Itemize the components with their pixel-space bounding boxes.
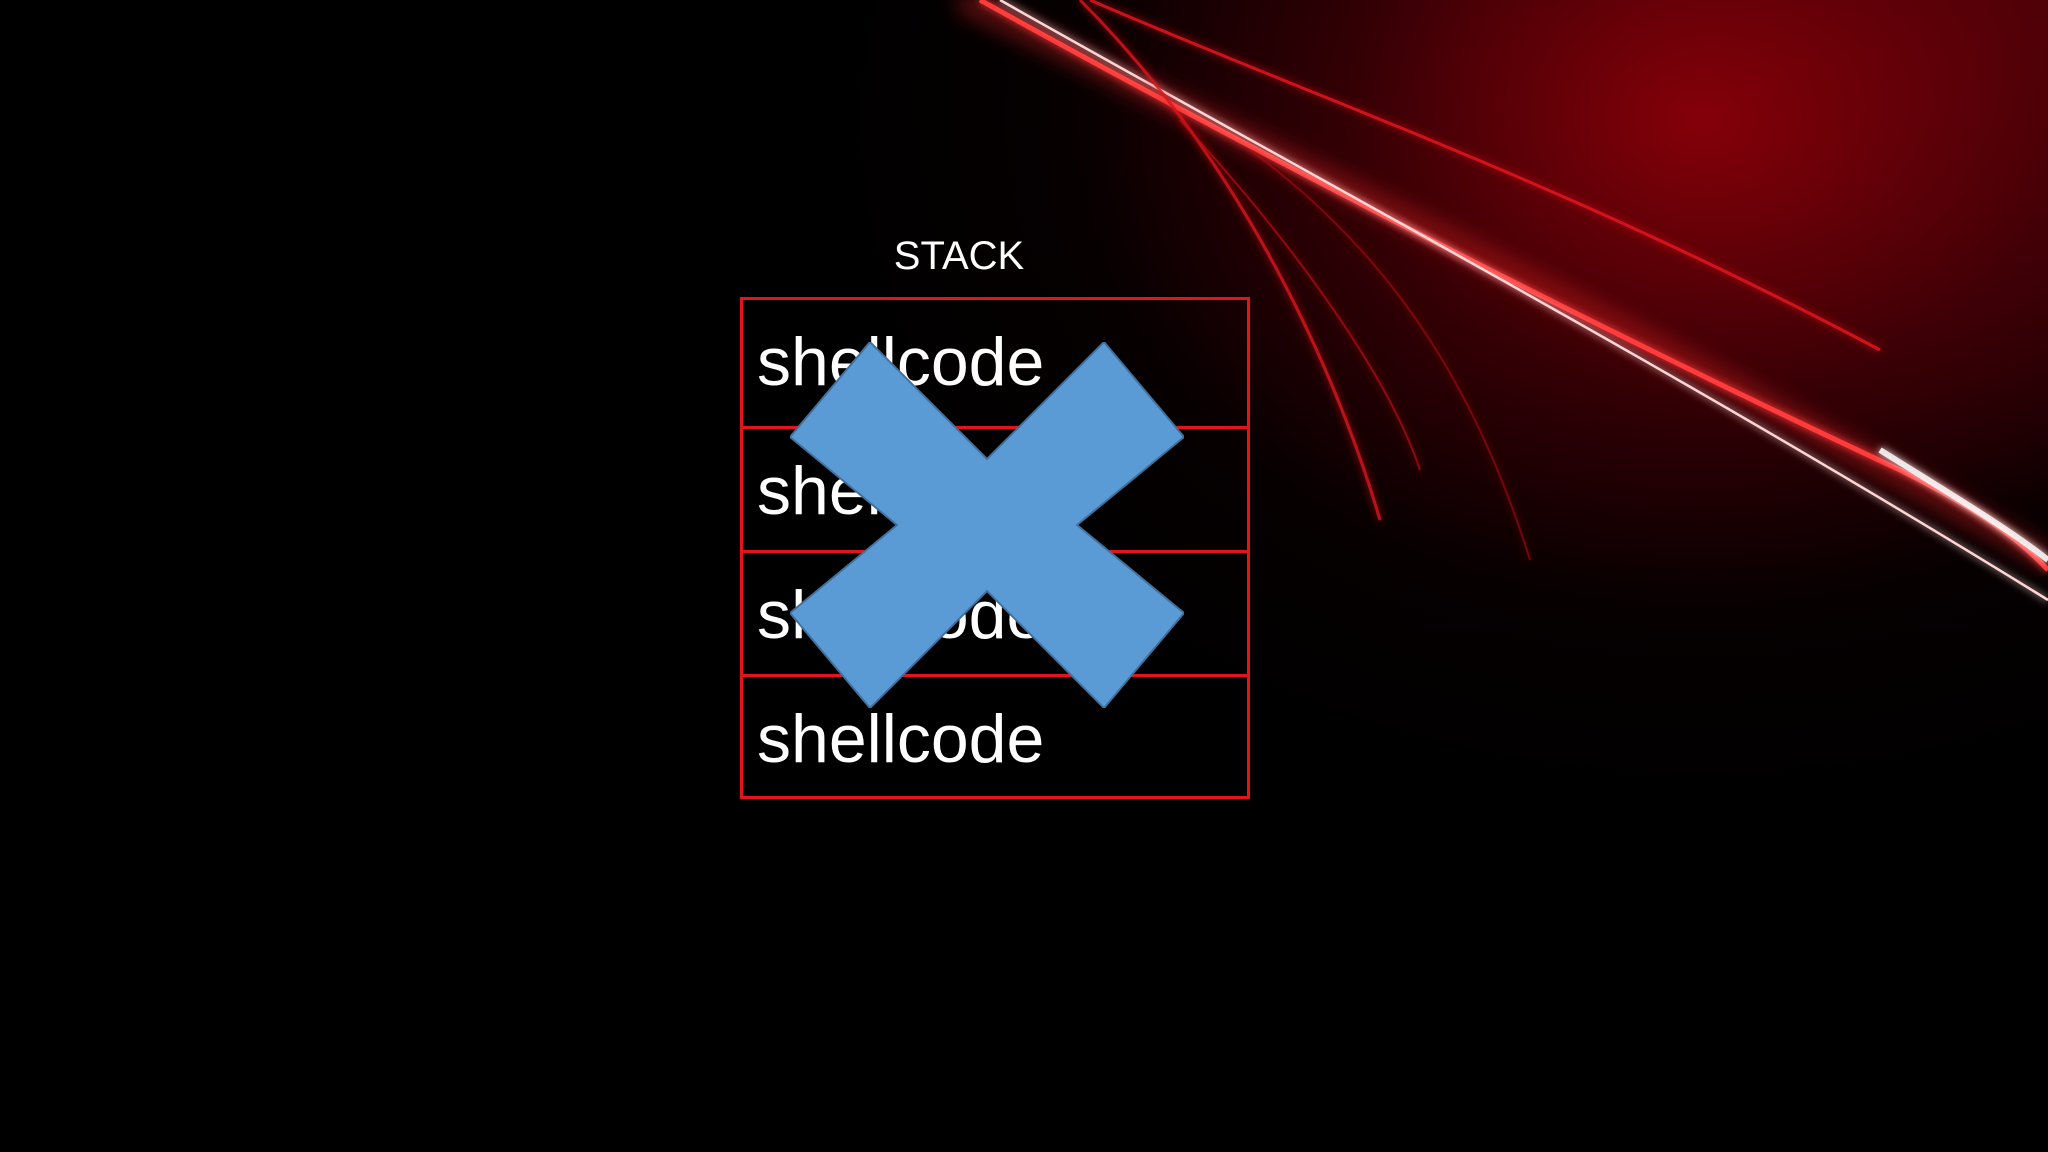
stack-row-4: shellcode xyxy=(743,674,1247,798)
x-cross-icon xyxy=(790,342,1184,708)
stack-title: STACK xyxy=(893,234,1025,278)
